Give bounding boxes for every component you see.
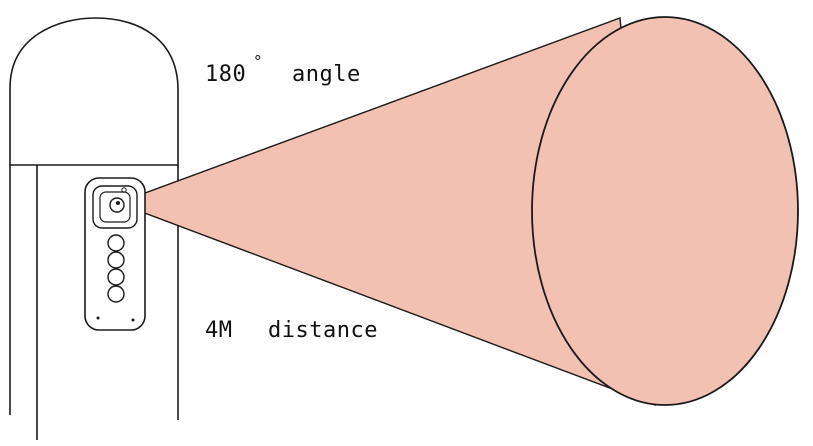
angle-degree-symbol: ° — [253, 52, 264, 71]
indicator-dot-top — [121, 187, 127, 193]
detection-area-ellipse — [531, 16, 799, 406]
sensor-lens-icon — [109, 197, 125, 213]
sensor-lens-dot — [116, 201, 120, 205]
button-circle-4 — [107, 285, 125, 303]
angle-value-label: 180 — [205, 62, 247, 87]
distance-value-label: 4M — [205, 318, 233, 343]
device-dome — [9, 17, 179, 166]
panel-dot-left — [96, 316, 100, 320]
distance-word-label: distance — [268, 318, 378, 343]
angle-word-label: angle — [292, 62, 361, 87]
button-circle-2 — [107, 251, 125, 269]
button-circle-3 — [107, 268, 125, 286]
panel-dot-right — [131, 318, 135, 322]
sensor-frame — [99, 191, 131, 223]
button-circle-1 — [107, 234, 125, 252]
